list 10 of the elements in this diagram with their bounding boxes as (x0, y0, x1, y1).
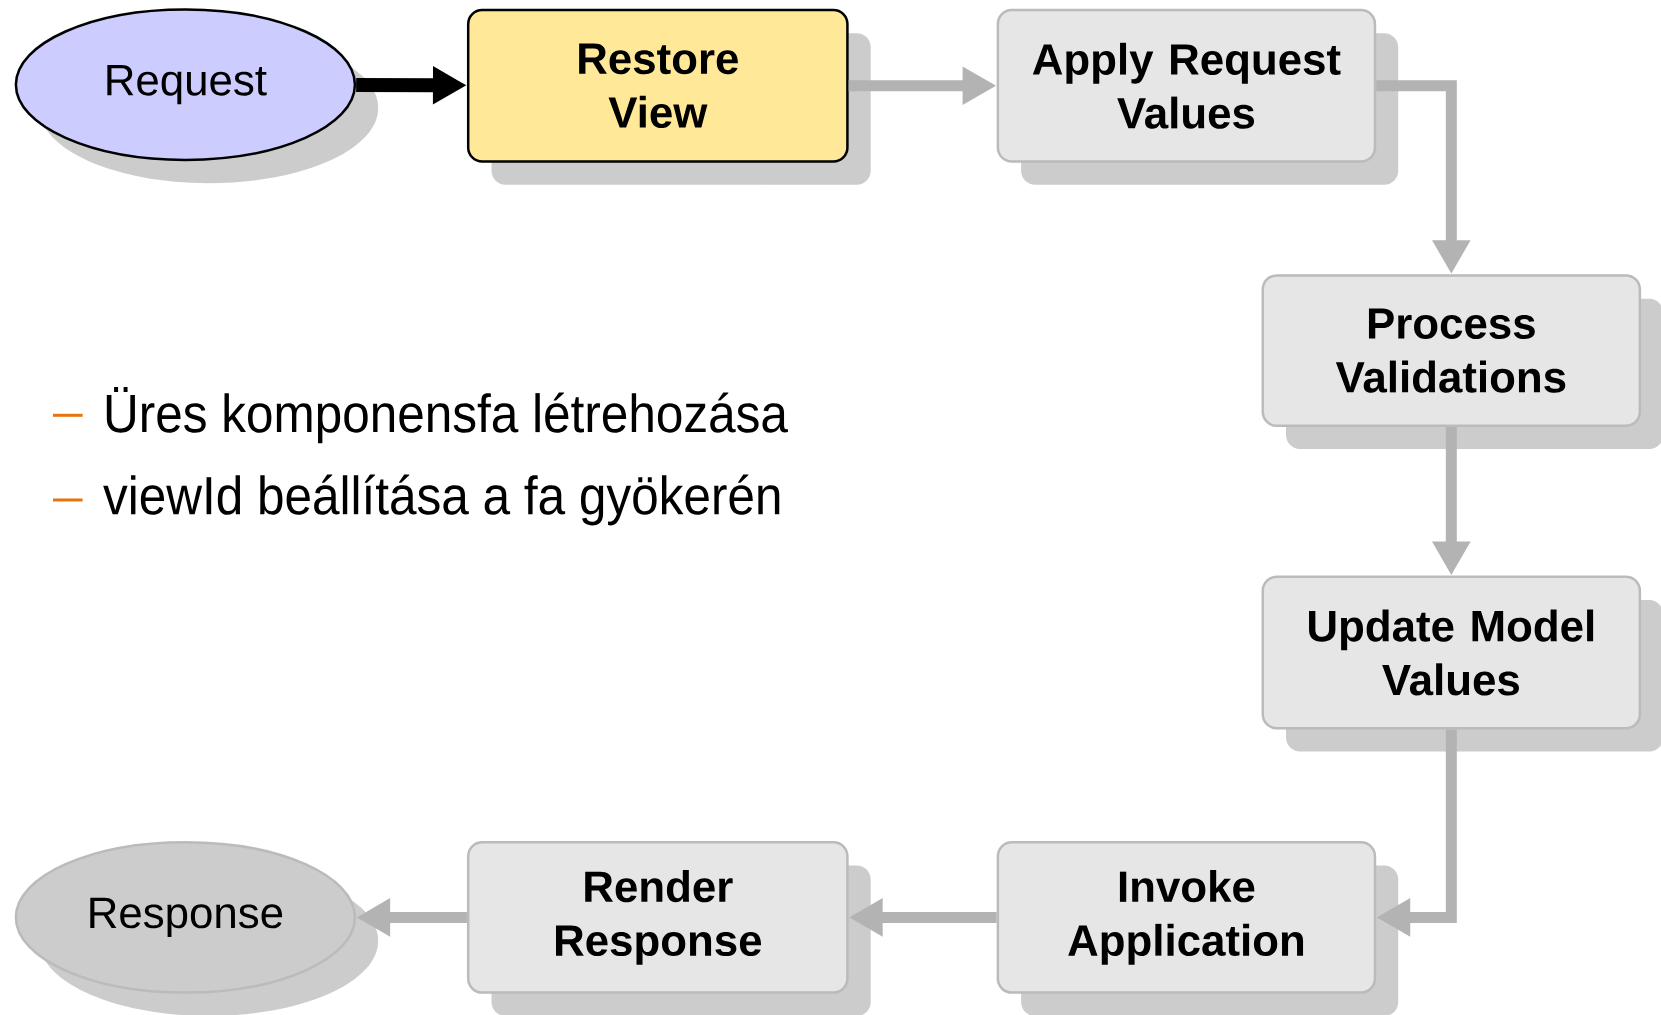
process-box: Process Validations (1261, 274, 1661, 450)
ellipse-node: Request (14, 8, 379, 184)
process-box: Update Model Values (1261, 575, 1661, 752)
process-box: Restore View (466, 8, 871, 185)
ellipse-node: Response (14, 840, 379, 1015)
process-box: Apply Request Values (996, 8, 1399, 185)
process-box: Invoke Application (996, 840, 1399, 1015)
bullet-text: viewId beállítása a fa gyökerén (103, 474, 780, 526)
bullet-text: Üres komponensfa létrehozása (106, 387, 788, 444)
process-box: Render Response (466, 840, 871, 1015)
